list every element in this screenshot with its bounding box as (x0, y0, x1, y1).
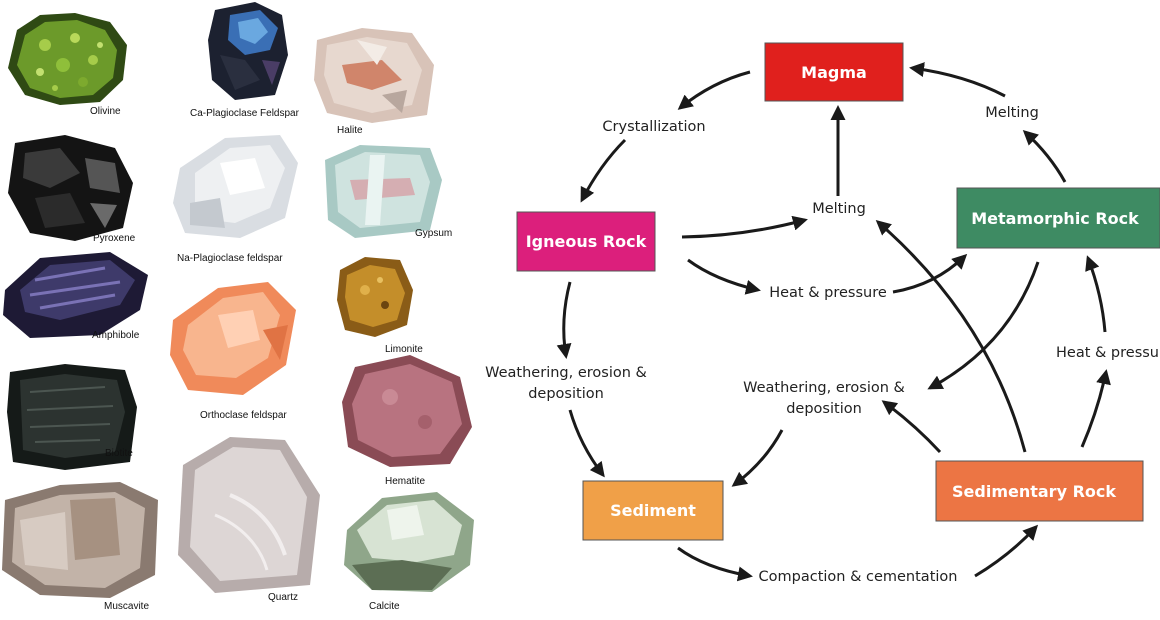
label-melting-center: Melting (812, 201, 866, 217)
node-sedimentary-rock: Sedimentary Rock (935, 460, 1144, 522)
mineral-label: Halite (337, 125, 363, 136)
biotite-specimen-image (7, 364, 137, 470)
quartz-specimen-image (178, 437, 320, 593)
mineral-hematite: Hematite (340, 352, 475, 487)
mineral-label: Calcite (369, 601, 400, 612)
arrow-igneous-to-weathering (556, 281, 572, 359)
mineral-gypsum: Gypsum (320, 140, 452, 240)
limonite-specimen-image (337, 257, 413, 337)
label-heat-pressure-right: Heat & pressure (1056, 345, 1160, 361)
mineral-label: Quartz (268, 592, 299, 603)
arrow-sedimentary-to-melting (875, 220, 1027, 453)
mineral-label: Amphibole (92, 330, 140, 341)
olivine-specimen-image (8, 13, 127, 105)
mineral-biotite: Biotite (5, 362, 140, 472)
mineral-calcite: Calcite (342, 490, 477, 612)
muscavite-specimen-image (2, 482, 158, 598)
mineral-muscavite: Muscavite (0, 480, 160, 612)
mineral-olivine: Olivine (5, 10, 130, 117)
mineral-halite: Halite (312, 25, 437, 136)
mineral-label: Na-Plagioclase feldspar (177, 253, 283, 264)
cycle-arrows (556, 62, 1111, 582)
mineral-label: Ca-Plagioclase Feldspar (190, 108, 299, 119)
node-sediment: Sediment (582, 480, 724, 541)
mineral-label: Limonite (385, 344, 423, 355)
mineral-orthoclase: Orthoclase feldspar (168, 280, 298, 421)
amphibole-specimen-image (3, 252, 148, 338)
arrow-igneous-to-melting (681, 215, 808, 239)
arrow-compaction-to-sedimentary (974, 524, 1039, 578)
label-heat-pressure-center: Heat & pressure (769, 285, 887, 301)
arrow-igneous-to-heat-pressure (687, 258, 761, 295)
ca-plagioclase-specimen-image (208, 2, 288, 100)
label-weathering-left-line1: Weathering, erosion & (485, 365, 647, 381)
mineral-limonite: Limonite (335, 255, 423, 355)
mineral-quartz: Quartz (175, 435, 325, 603)
arrow-melting-to-magma (909, 62, 1006, 98)
mineral-label: Pyroxene (93, 233, 136, 244)
mineral-label: Biotite (105, 448, 133, 459)
arrow-metamorphic-to-weathering (927, 261, 1040, 390)
arrow-sediment-to-compaction (677, 546, 753, 582)
arrow-weathering-to-sediment (568, 409, 605, 478)
mineral-label: Muscavite (104, 601, 150, 612)
pyroxene-specimen-image (8, 135, 133, 241)
label-weathering-right-line2: deposition (786, 401, 862, 417)
arrow-sedimentary-to-heat-pressure (1080, 369, 1111, 448)
mineral-ca-plagioclase: Ca-Plagioclase Feldspar (190, 0, 300, 119)
calcite-specimen-image (344, 492, 474, 592)
node-magma-label: Magma (801, 63, 867, 82)
mineral-na-plagioclase: Na-Plagioclase feldspar (170, 133, 300, 264)
arrow-heat-pressure-to-metamorphic-right (1085, 255, 1107, 333)
na-plagioclase-specimen-image (173, 135, 298, 238)
node-metamorphic-rock-label: Metamorphic Rock (971, 209, 1139, 228)
arrow-metamorphic-to-melting (1022, 129, 1067, 183)
label-crystallization: Crystallization (602, 119, 705, 135)
mineral-label: Orthoclase feldspar (200, 410, 287, 421)
orthoclase-specimen-image (170, 282, 296, 395)
node-igneous-rock-label: Igneous Rock (526, 232, 647, 251)
mineral-label: Hematite (385, 476, 426, 487)
label-melting-right: Melting (985, 105, 1039, 121)
arrow-magma-to-crystallization (677, 70, 751, 110)
arrow-crystallization-to-igneous (580, 138, 627, 203)
arrow-weathering-to-sediment-right (731, 429, 784, 487)
arrow-sedimentary-to-weathering (881, 400, 942, 454)
halite-specimen-image (314, 28, 434, 123)
mineral-label: Gypsum (415, 228, 453, 239)
label-compaction-cementation: Compaction & cementation (759, 569, 958, 585)
node-sedimentary-rock-label: Sedimentary Rock (952, 482, 1116, 501)
node-magma: Magma (764, 42, 904, 102)
node-sediment-label: Sediment (610, 501, 696, 520)
mineral-amphibole: Amphibole (0, 250, 150, 341)
label-weathering-right-line1: Weathering, erosion & (743, 380, 905, 396)
arrow-heat-pressure-to-metamorphic (892, 253, 968, 294)
mineral-pyroxene: Pyroxene (5, 133, 136, 244)
mineral-specimens-panel: Olivine Ca-Plagioclase Feldspar Halite (0, 0, 480, 620)
hematite-specimen-image (342, 355, 472, 467)
label-weathering-left-line2: deposition (528, 386, 604, 402)
node-metamorphic-rock: Metamorphic Rock (956, 187, 1160, 249)
node-igneous-rock: Igneous Rock (516, 211, 656, 272)
mineral-label: Olivine (90, 106, 121, 117)
gypsum-specimen-image (325, 145, 442, 238)
